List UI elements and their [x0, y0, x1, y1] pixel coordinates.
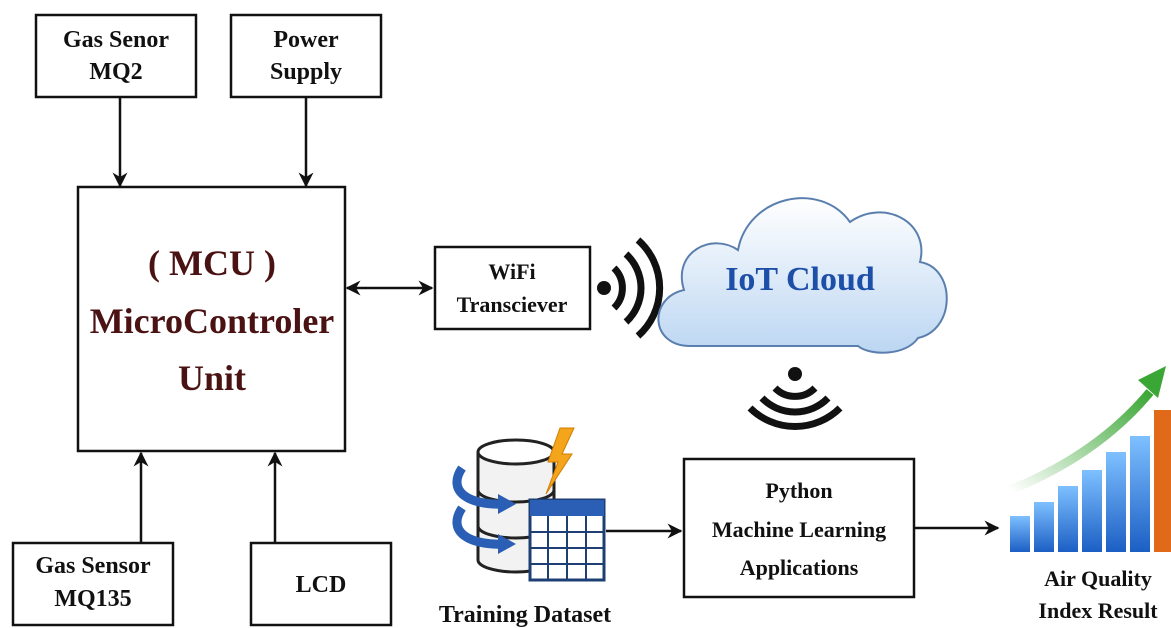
power-supply-block: Power Supply — [229, 13, 383, 99]
gas-sensor-mq135-block: Gas Sensor MQ135 — [11, 541, 175, 627]
training-dataset-label: Training Dataset — [439, 602, 611, 628]
mcu-line1: ( MCU ) — [148, 243, 276, 283]
wifi-transceiver-block: WiFi Transciever — [433, 245, 592, 331]
mcu-line2: MicroControler — [90, 301, 335, 341]
power-supply-line2: Supply — [270, 59, 342, 85]
gas-sensor-mq2-block: Gas Senor MQ2 — [34, 13, 198, 99]
mcu-block: ( MCU ) MicroControler Unit — [76, 185, 347, 453]
wireless-signal-icon — [597, 237, 664, 339]
gas-sensor-mq2-line1: Gas Senor — [63, 27, 169, 53]
wireless-signal-icon — [747, 367, 843, 430]
python-ml-line1: Python — [765, 478, 832, 503]
table-grid-icon — [528, 498, 606, 582]
gas-sensor-mq135-line2: MQ135 — [54, 586, 131, 612]
cloud-shape — [657, 197, 948, 354]
lightning-icon — [545, 427, 575, 495]
gas-sensor-mq2-line2: MQ2 — [89, 59, 142, 85]
bar-chart-icon — [1010, 410, 1171, 552]
gas-sensor-mq135-line1: Gas Sensor — [35, 553, 151, 579]
python-ml-line2: Machine Learning — [712, 517, 886, 542]
power-supply-line1: Power — [273, 27, 339, 53]
wifi-line2: Transciever — [457, 292, 568, 317]
wifi-line1: WiFi — [488, 259, 535, 284]
iot-cloud-label: IoT Cloud — [725, 261, 875, 298]
aqi-line2: Index Result — [1038, 598, 1158, 623]
python-ml-line3: Applications — [740, 555, 859, 580]
lcd-label: LCD — [296, 572, 347, 598]
iot-cloud: IoT Cloud — [657, 197, 948, 354]
mcu-line3: Unit — [178, 358, 246, 398]
aqi-line1: Air Quality — [1044, 566, 1152, 591]
python-ml-block: Python Machine Learning Applications — [682, 457, 916, 599]
growth-arrow-icon — [1008, 366, 1166, 495]
lcd-block: LCD — [249, 541, 393, 627]
